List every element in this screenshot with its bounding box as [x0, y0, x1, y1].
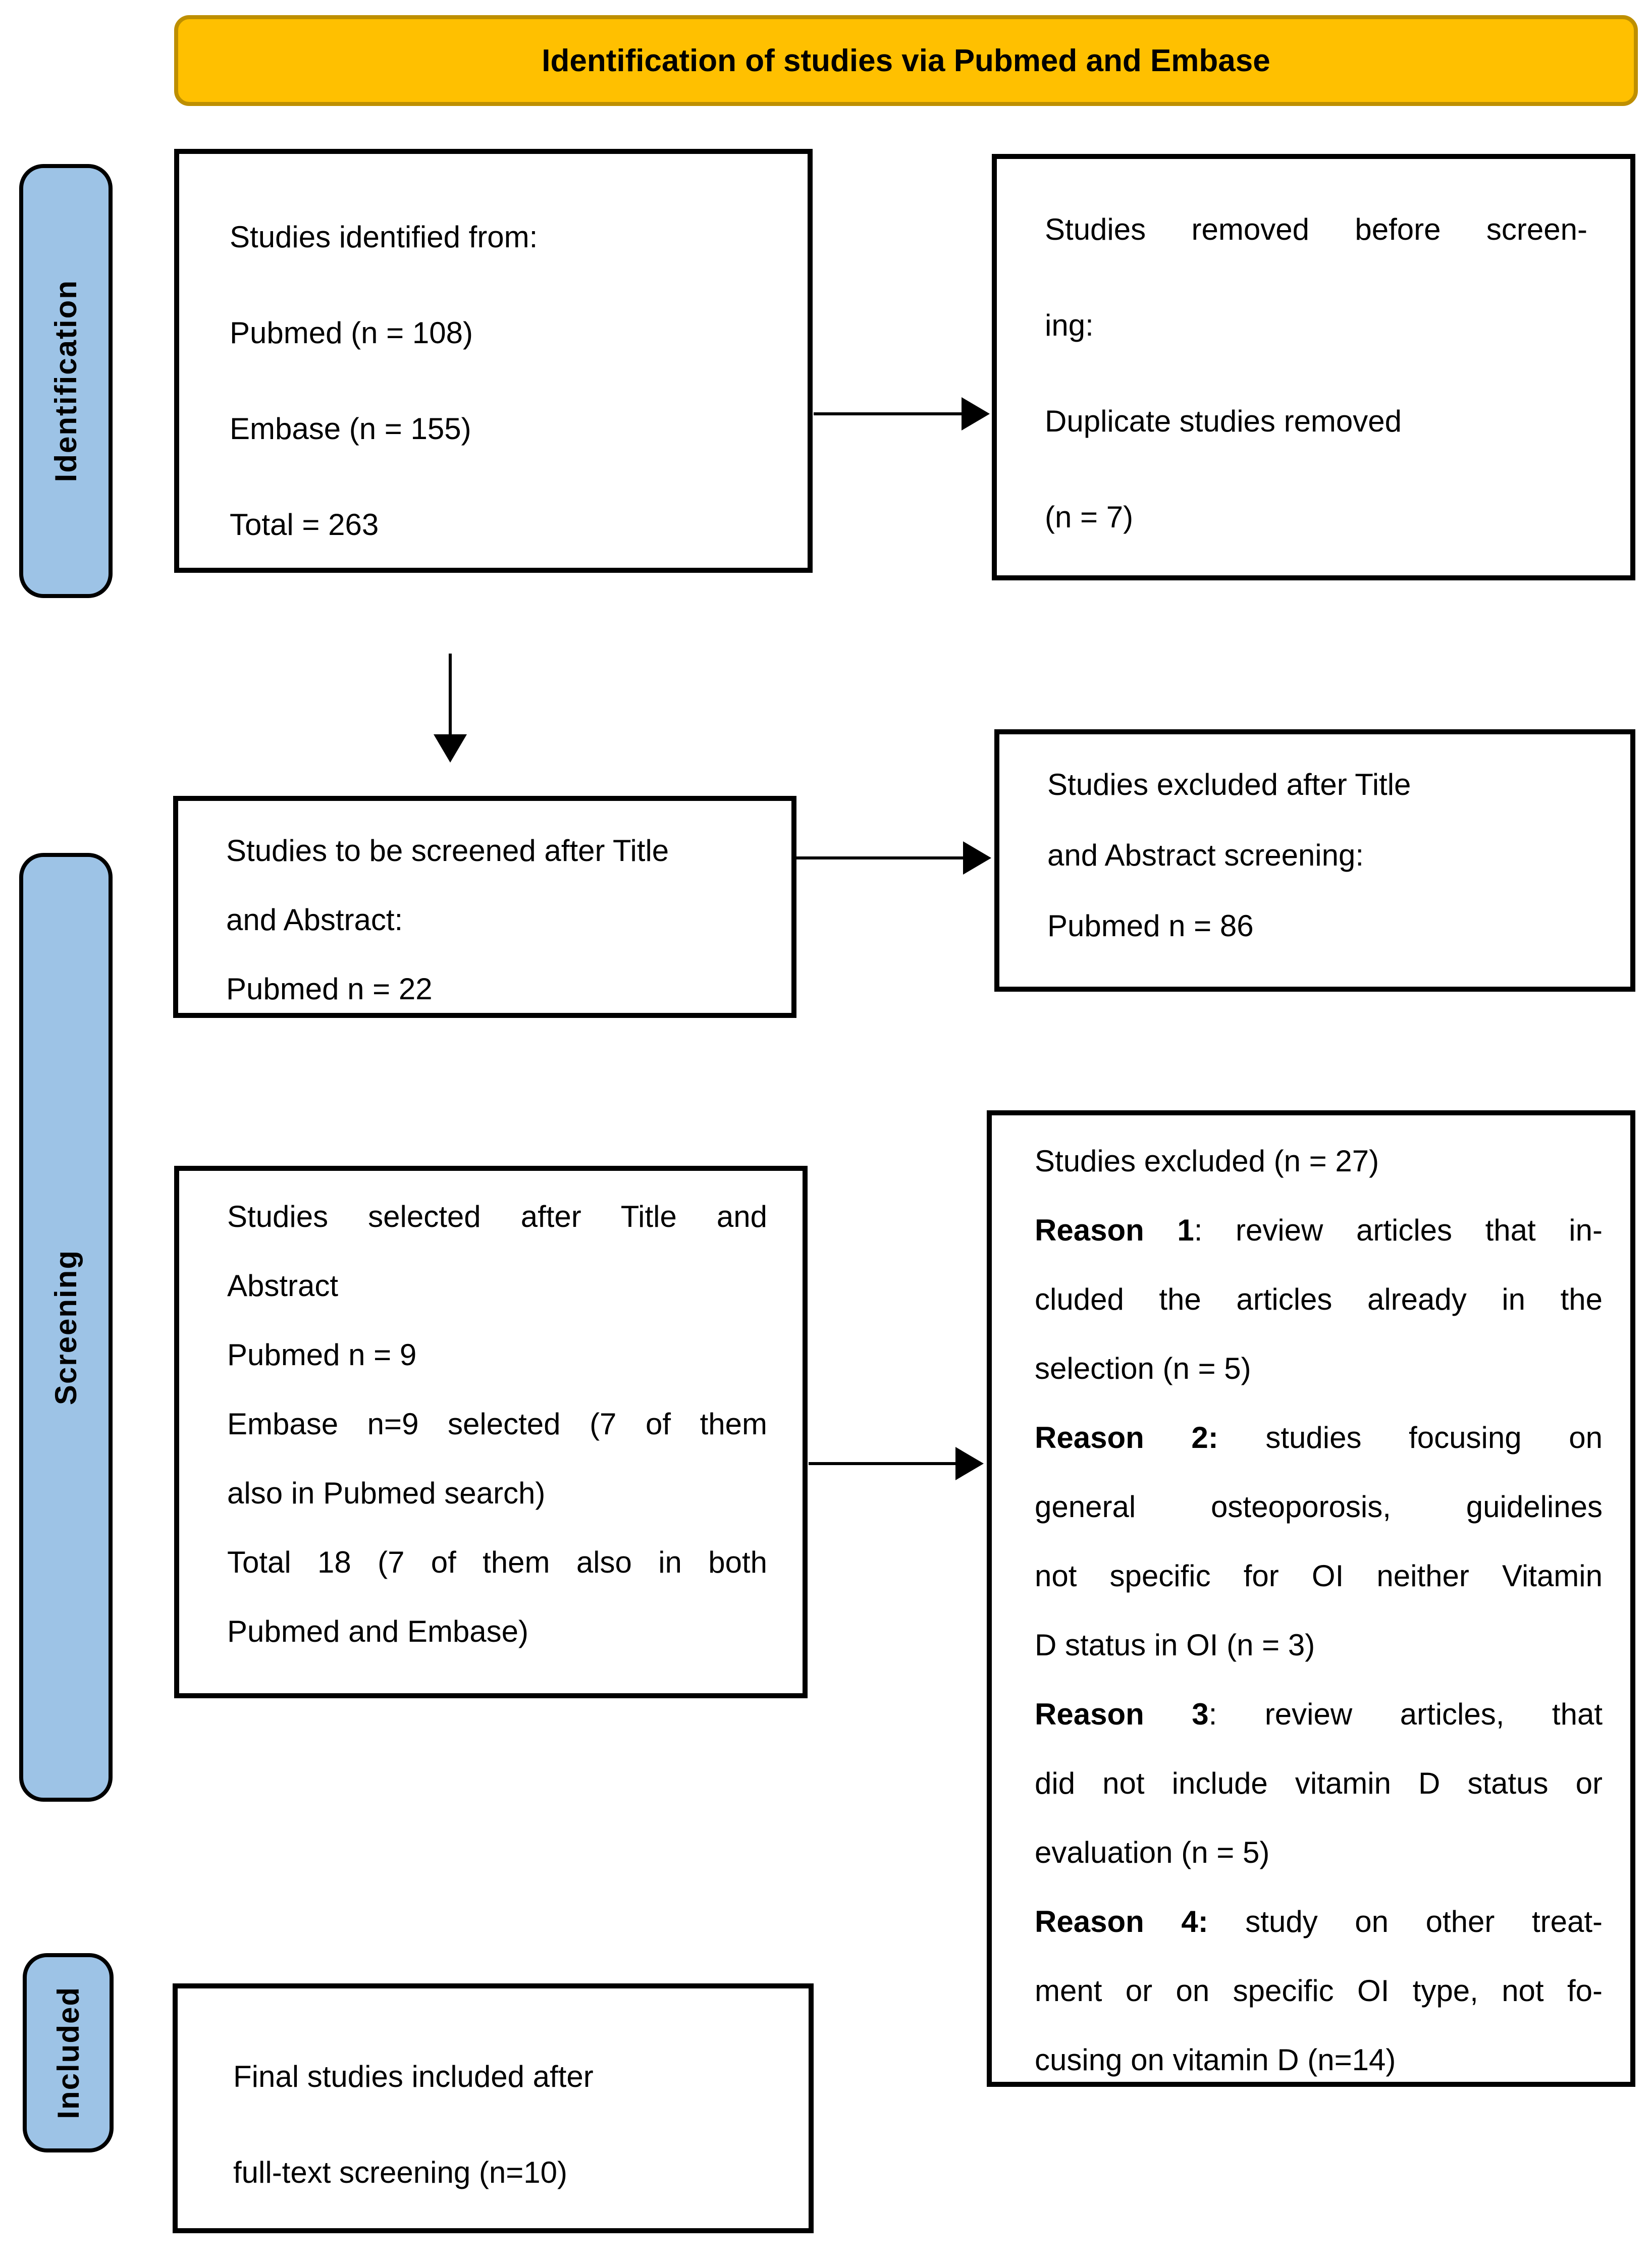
banner-title: Identification of studies via Pubmed and… [174, 15, 1638, 106]
text-line: general osteoporosis, guidelines [1035, 1490, 1603, 1524]
text-line: Pubmed n = 22 [226, 972, 433, 1006]
banner-title-text: Identification of studies via Pubmed and… [542, 43, 1270, 78]
text-line: Duplicate studies removed [1045, 404, 1402, 438]
text-line: (n = 7) [1045, 500, 1134, 534]
text-line: and Abstract screening: [1047, 838, 1364, 872]
text-line: D status in OI (n = 3) [1035, 1628, 1315, 1662]
text-line: did not include vitamin D status or [1035, 1766, 1603, 1800]
text-line: not specific for OI neither Vitamin [1035, 1559, 1603, 1593]
arrow-identified-to-removed-shaft [814, 412, 963, 415]
box-studies-excluded-reasons: Studies excluded (n = 27) Reason 1: revie… [987, 1110, 1635, 2087]
box-studies-to-be-screened: Studies to be screened after Title and Ab… [173, 796, 796, 1018]
stage-label-included-text: Included [51, 1986, 85, 2119]
box-final-studies-included: Final studies included after full-text sc… [173, 1983, 814, 2233]
text-line: Studies excluded (n = 27) [1035, 1144, 1379, 1178]
text-line: ing: [1045, 308, 1094, 342]
arrow-down-icon [434, 734, 467, 763]
text-line: Studies removed before screen- [1045, 212, 1587, 246]
arrow-right-icon [963, 841, 991, 875]
box-studies-identified: Studies identified from: Pubmed (n = 108)… [174, 149, 813, 573]
stage-label-screening: Screening [19, 853, 113, 1802]
text-line: also in Pubmed search) [227, 1476, 546, 1510]
text-line: Reason 4: study on other treat- [1035, 1905, 1603, 1938]
text-line: Embase (n = 155) [230, 412, 471, 446]
text-line: cusing on vitamin D (n=14) [1035, 2043, 1396, 2077]
arrow-right-icon [955, 1447, 984, 1480]
stage-label-identification: Identification [19, 164, 113, 598]
text-line: Embase n=9 selected (7 of them [227, 1407, 767, 1441]
text-line: evaluation (n = 5) [1035, 1836, 1270, 1869]
text-line: Reason 2: studies focusing on [1035, 1421, 1603, 1454]
arrow-screened-to-excluded-shaft [796, 856, 964, 859]
text-line: Abstract [227, 1269, 339, 1303]
text-line: Reason 1: review articles that in- [1035, 1213, 1603, 1247]
text-line: and Abstract: [226, 903, 403, 937]
stage-label-included: Included [23, 1953, 114, 2152]
text-line: ment or on specific OI type, not fo- [1035, 1974, 1603, 2008]
text-line: Studies selected after Title and [227, 1200, 767, 1233]
text-line: Studies identified from: [230, 220, 538, 254]
text-line: Final studies included after [233, 2060, 594, 2093]
text-line: Pubmed (n = 108) [230, 316, 473, 350]
box-studies-removed-before-screening: Studies removed before screen-ing: Duplic… [992, 154, 1635, 580]
text-line: Total 18 (7 of them also in both [227, 1545, 767, 1579]
text-line: Pubmed and Embase) [227, 1614, 529, 1648]
box-studies-excluded-title-abstract: Studies excluded after Title and Abstract… [994, 729, 1635, 992]
text-line: Total = 263 [230, 508, 379, 542]
arrow-right-icon [962, 397, 990, 430]
text-line: Studies excluded after Title [1047, 768, 1411, 801]
text-line: cluded the articles already in the [1035, 1282, 1603, 1316]
text-line: Reason 3: review articles, that [1035, 1697, 1603, 1731]
stage-label-identification-text: Identification [49, 280, 83, 482]
stage-label-screening-text: Screening [49, 1249, 83, 1406]
text-line: full-text screening (n=10) [233, 2156, 567, 2189]
text-line: Pubmed n = 86 [1047, 909, 1254, 943]
text-line: selection (n = 5) [1035, 1352, 1251, 1385]
text-line: Studies to be screened after Title [226, 834, 669, 868]
arrow-identified-to-screened-shaft [449, 654, 452, 735]
arrow-selected-to-reasons-shaft [809, 1462, 956, 1465]
text-line: Pubmed n = 9 [227, 1338, 417, 1372]
